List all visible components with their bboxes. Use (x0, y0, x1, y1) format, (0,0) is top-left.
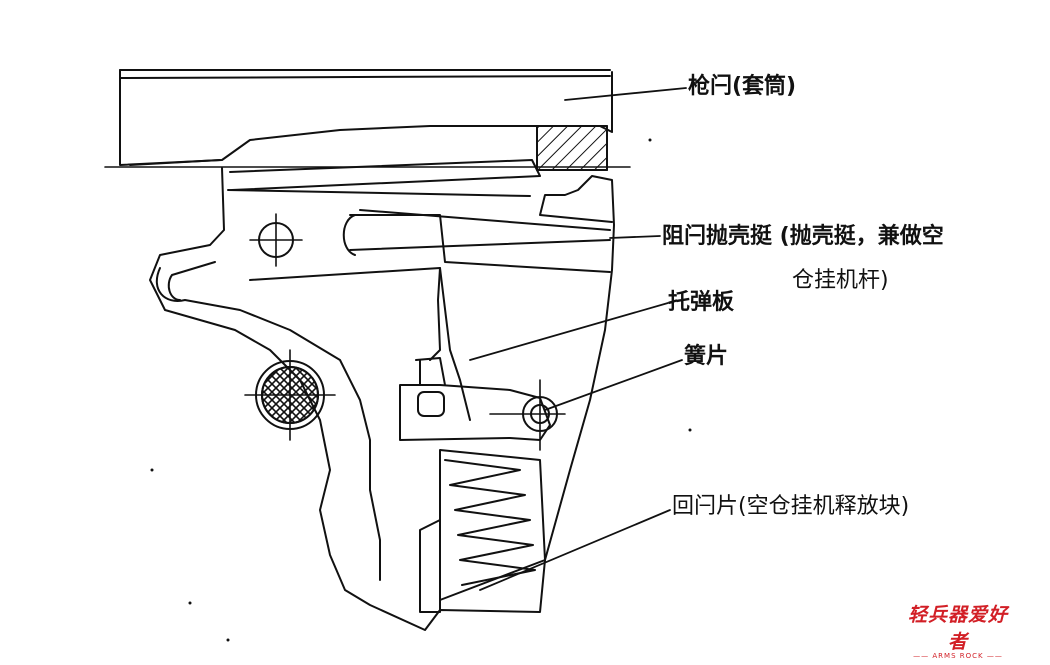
leader-lines (469, 87, 687, 591)
follower-lever (399, 357, 566, 451)
ejector-arm (349, 214, 611, 421)
knurled-pin (244, 349, 336, 441)
pivot-pin-upper (249, 213, 303, 267)
slide-outline (119, 69, 613, 166)
frame-outline (149, 159, 615, 631)
label-release: 回闩片(空仓挂机释放块) (672, 494, 910, 519)
hatched-block (536, 125, 608, 171)
label-slide: 枪闩(套筒) (688, 74, 797, 99)
label-follower: 托弹板 (668, 290, 735, 315)
watermark-logo: 轻兵器爱好者 —— ARMS ROCK —— (902, 600, 1014, 660)
label-spring: 簧片 (684, 344, 729, 369)
watermark-main: 轻兵器爱好者 (907, 604, 1008, 653)
label-ejector-cont: 仓挂机杆) (792, 268, 889, 293)
release-spring (419, 449, 546, 613)
watermark-sub: —— ARMS ROCK —— (913, 652, 1003, 660)
label-ejector: 阻闩抛壳挺 (抛壳挺，兼做空 (662, 224, 944, 249)
noise-dots (150, 138, 692, 642)
